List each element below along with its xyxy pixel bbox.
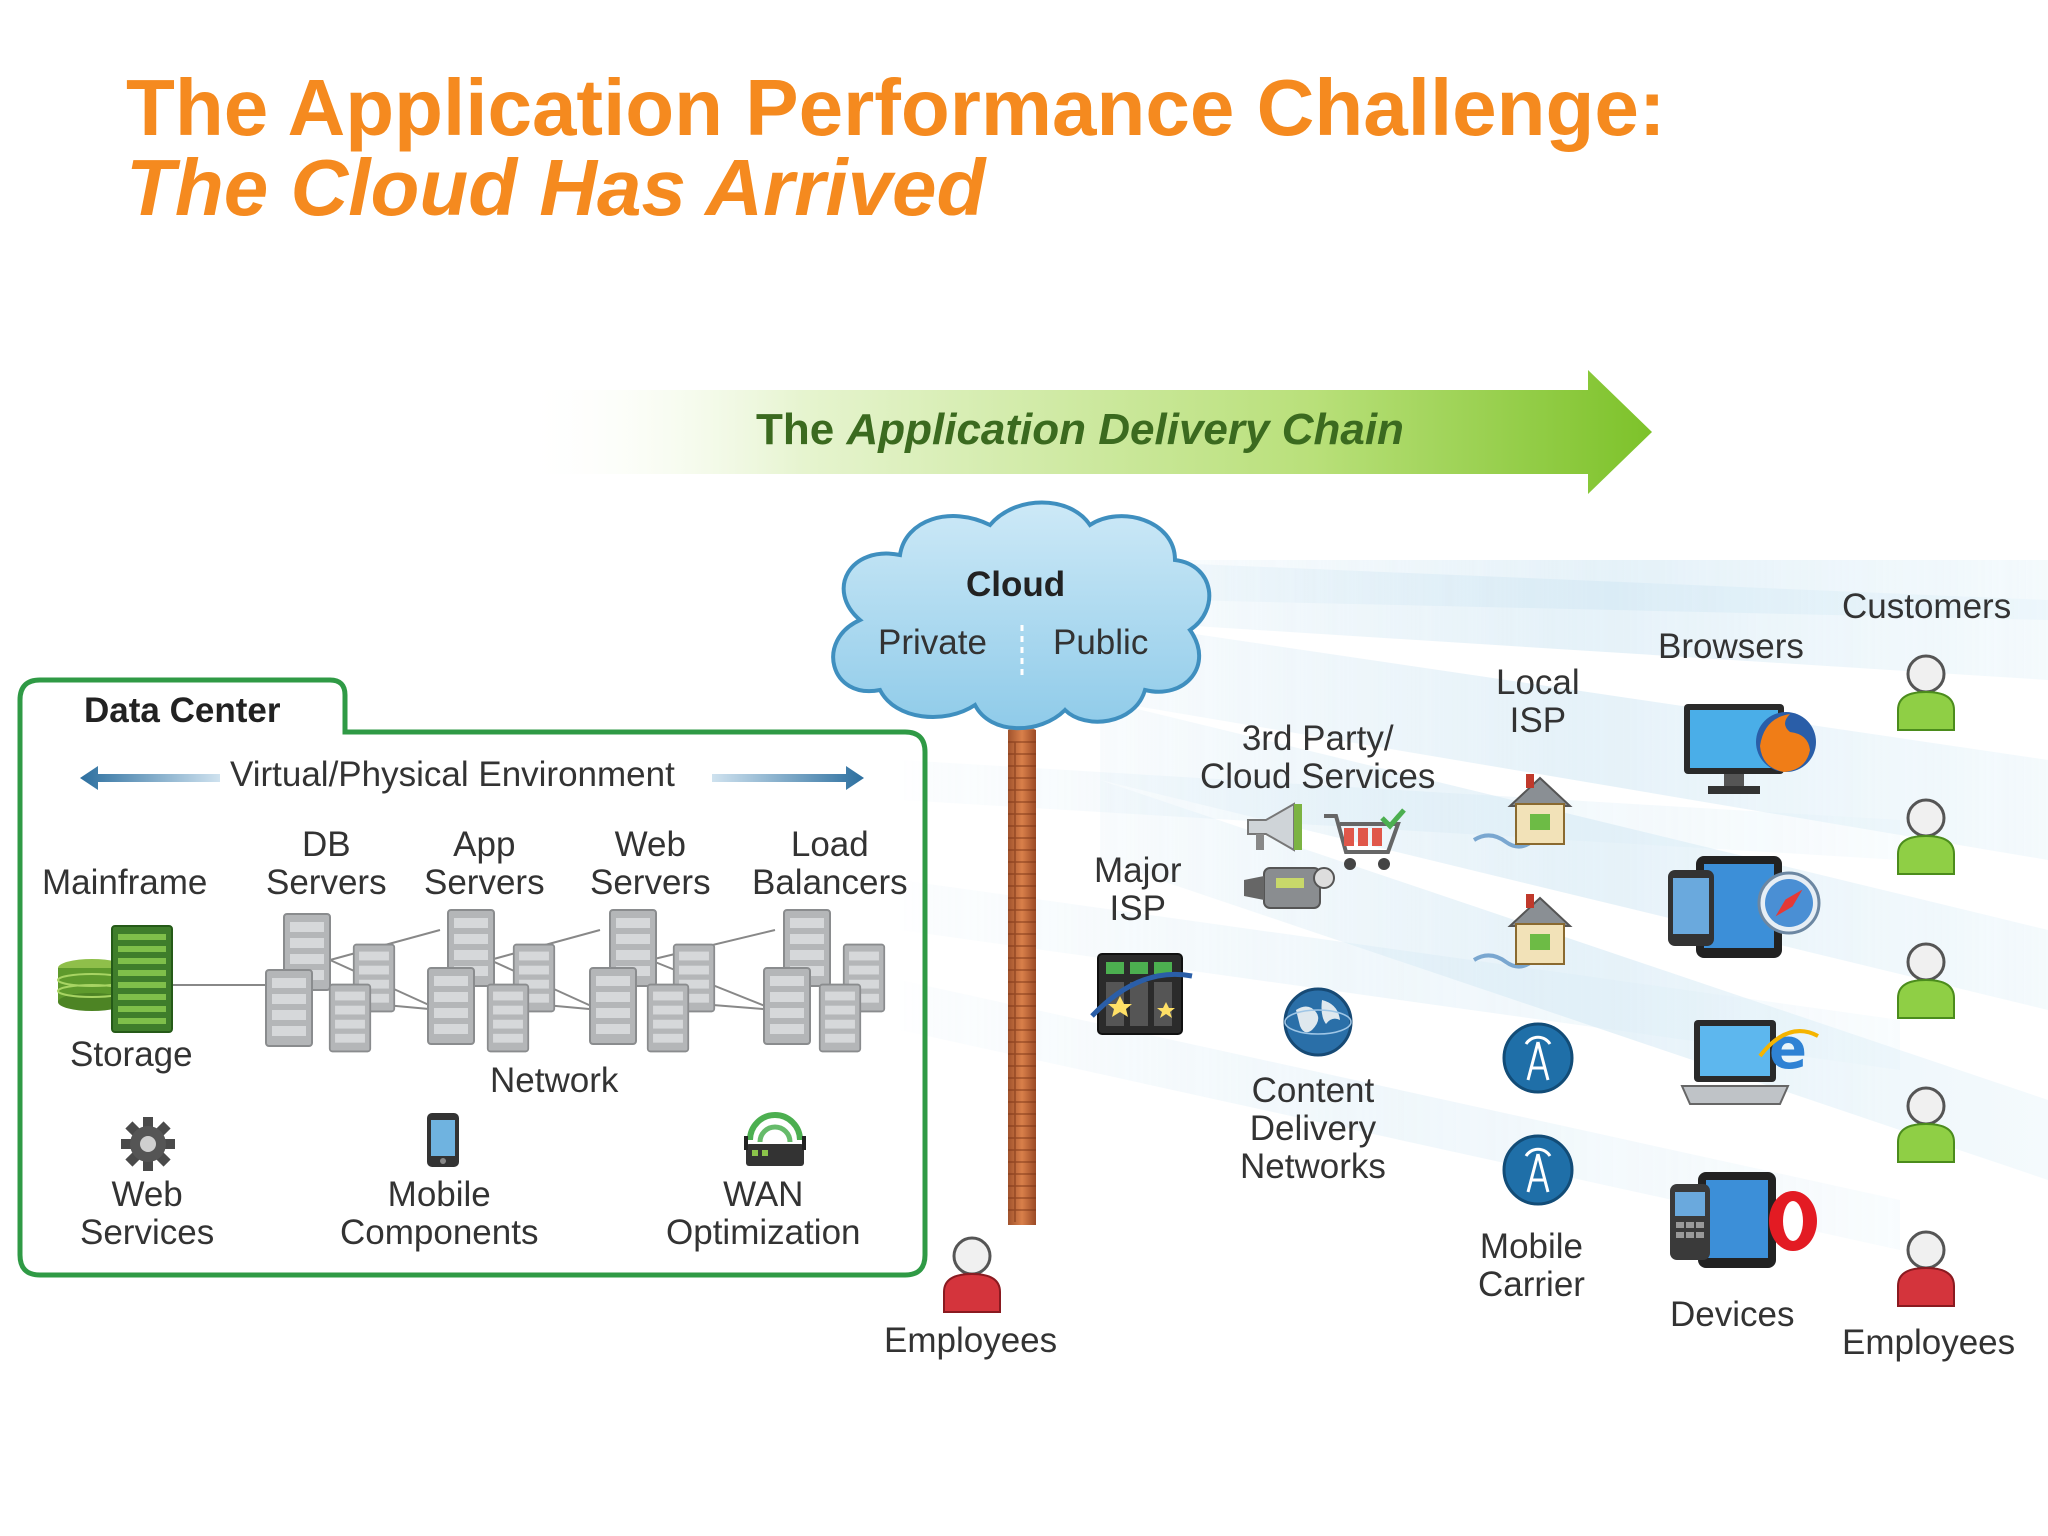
- local-isp-label-line2: ISP: [1509, 701, 1567, 740]
- connection-beams: [900, 560, 2048, 1250]
- firewall-icon: [1008, 722, 1036, 1225]
- globe-icon: [1283, 987, 1353, 1057]
- web-servers-label-line1: Web: [614, 825, 686, 864]
- application-delivery-arrow: [520, 370, 1652, 494]
- cdn-label: Content Delivery Networks: [1240, 1072, 1386, 1186]
- third-party-label-line2: Cloud Services: [1200, 757, 1436, 796]
- arrow-label-prefix: The: [756, 405, 835, 454]
- arrow-label: The Application Delivery Chain: [756, 405, 1404, 455]
- firefox-icon: [1756, 712, 1816, 772]
- employee-person-icon: [1897, 1230, 1955, 1307]
- mobile-components-label-line1: Mobile: [387, 1175, 491, 1214]
- arrow-label-emphasis: Application Delivery Chain: [846, 405, 1404, 454]
- mobile-components-label: Mobile Components: [340, 1176, 538, 1252]
- web-services-label-line1: Web: [111, 1175, 183, 1214]
- load-balancers-label-line1: Load: [790, 825, 869, 864]
- web-servers-label: Web Servers: [590, 826, 711, 902]
- local-isp-label-line1: Local: [1496, 663, 1580, 702]
- db-servers-label-line1: DB: [301, 825, 351, 864]
- mobile-carrier-label: Mobile Carrier: [1478, 1228, 1585, 1304]
- major-isp-label-line1: Major: [1094, 851, 1182, 890]
- slide-subtitle: The Cloud Has Arrived: [126, 143, 986, 232]
- antenna-icon: [1502, 1022, 1574, 1094]
- slide-title: The Application Performance Challenge:: [126, 63, 1666, 152]
- antenna-icon: [1502, 1134, 1574, 1206]
- server-icon: [328, 983, 372, 1053]
- load-balancers-label: Load Balancers: [752, 826, 908, 902]
- cdn-label-line3: Networks: [1240, 1147, 1386, 1186]
- server-icon: [486, 983, 530, 1053]
- phone-icon: [427, 1113, 459, 1167]
- camera-icon: [1244, 867, 1335, 909]
- customer-person-icon: [1897, 1086, 1955, 1163]
- environment-arrows: [80, 766, 864, 790]
- switch-icon: [1090, 953, 1193, 1035]
- web-services-label-line2: Services: [80, 1213, 215, 1252]
- db-servers-label: DB Servers: [266, 826, 387, 902]
- house-icon: [1472, 894, 1573, 969]
- cdn-label-line1: Content: [1251, 1071, 1375, 1110]
- db-servers-label-line2: Servers: [266, 863, 387, 902]
- customers-label: Customers: [1842, 587, 2012, 626]
- mobile-components-label-line2: Components: [340, 1213, 539, 1252]
- phone-icon: [1670, 1172, 1776, 1268]
- mainframe-label: Mainframe: [42, 863, 208, 902]
- megaphone-icon: [1247, 802, 1302, 852]
- customer-person-icon: [1897, 654, 1955, 731]
- server-icon: [763, 967, 811, 1045]
- mainframe-icon: [111, 925, 173, 1033]
- server-icon: [646, 983, 690, 1053]
- mobile-carrier-label-line2: Carrier: [1478, 1265, 1585, 1304]
- major-isp-label-line2: ISP: [1109, 889, 1166, 928]
- app-servers-label-line1: App: [453, 825, 516, 864]
- storage-label: Storage: [70, 1035, 193, 1074]
- cloud-shape: [831, 500, 1212, 731]
- house-icon: [1472, 774, 1573, 849]
- employee-person-icon: [943, 1236, 1001, 1313]
- laptop-icon: [1680, 1020, 1790, 1105]
- gear-icon: [121, 1117, 175, 1171]
- opera-icon: [1769, 1191, 1817, 1251]
- environment-label: Virtual/Physical Environment: [230, 755, 675, 794]
- devices-label: Devices: [1670, 1295, 1795, 1334]
- browsers-label: Browsers: [1658, 627, 1804, 666]
- ie-icon: e: [1758, 1017, 1819, 1082]
- app-servers-label-line2: Servers: [424, 863, 545, 902]
- wan-optimization-label-line1: WAN: [723, 1175, 804, 1214]
- cdn-label-line2: Delivery: [1249, 1109, 1377, 1148]
- server-icon: [265, 969, 313, 1047]
- server-icon: [427, 967, 475, 1045]
- router-icon: [744, 1112, 806, 1166]
- server-icon: [589, 967, 637, 1045]
- data-center-title: Data Center: [84, 691, 281, 730]
- web-services-label: Web Services: [80, 1176, 214, 1252]
- wan-optimization-label-line2: Optimization: [666, 1213, 861, 1252]
- cart-icon: [1324, 808, 1406, 870]
- mobile-carrier-label-line1: Mobile: [1479, 1227, 1584, 1266]
- employees-right-label: Employees: [1842, 1323, 2016, 1362]
- employees-middle-label: Employees: [884, 1321, 1058, 1360]
- third-party-label: 3rd Party/ Cloud Services: [1200, 720, 1435, 796]
- third-party-label-line1: 3rd Party/: [1241, 719, 1394, 758]
- tablet-icon: [1668, 856, 1782, 958]
- customer-person-icon: [1897, 942, 1955, 1019]
- cloud-private: Private: [878, 623, 987, 662]
- server-icon: [818, 983, 862, 1053]
- customer-person-icon: [1897, 798, 1955, 875]
- cloud-title: Cloud: [966, 565, 1066, 604]
- app-servers-label: App Servers: [424, 826, 545, 902]
- web-servers-label-line2: Servers: [590, 863, 711, 902]
- svg-text:e: e: [1769, 1017, 1807, 1082]
- network-label: Network: [490, 1061, 619, 1100]
- safari-icon: [1757, 871, 1821, 935]
- local-isp-label: Local ISP: [1496, 664, 1580, 740]
- cloud-public: Public: [1053, 623, 1149, 662]
- load-balancers-label-line2: Balancers: [752, 863, 908, 902]
- major-isp-label: Major ISP: [1094, 852, 1182, 928]
- wan-optimization-label: WAN Optimization: [666, 1176, 861, 1252]
